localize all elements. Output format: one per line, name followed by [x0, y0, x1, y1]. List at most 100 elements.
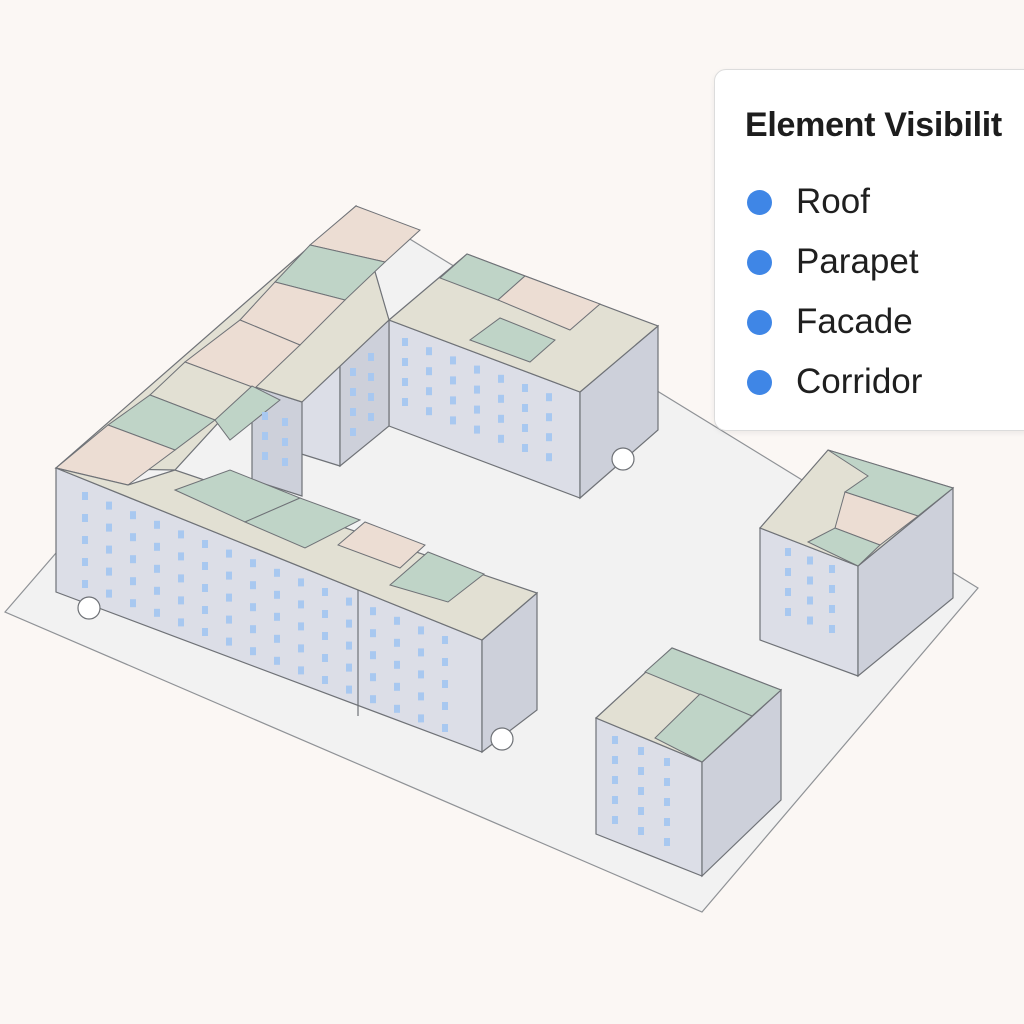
- window: [130, 577, 136, 586]
- window: [638, 827, 644, 835]
- window: [262, 432, 268, 440]
- building-east[interactable]: [758, 449, 955, 678]
- window: [350, 408, 356, 416]
- window-grid: [262, 412, 288, 466]
- window: [130, 599, 136, 608]
- window: [262, 412, 268, 420]
- window: [106, 567, 112, 576]
- roof-tile: [806, 527, 881, 567]
- window: [612, 736, 618, 744]
- window: [202, 628, 208, 636]
- window: [442, 658, 448, 666]
- window: [202, 584, 208, 592]
- window: [130, 555, 136, 564]
- window: [638, 767, 644, 775]
- visibility-label: Roof: [796, 182, 870, 221]
- window: [664, 838, 670, 846]
- window: [154, 520, 160, 529]
- window-grid: [350, 353, 374, 436]
- window: [282, 438, 288, 446]
- window: [418, 670, 424, 679]
- corridor-node[interactable]: [77, 596, 101, 620]
- window: [202, 540, 208, 548]
- window: [426, 367, 432, 376]
- window: [178, 596, 184, 605]
- window: [442, 702, 448, 710]
- window: [426, 347, 432, 356]
- window: [298, 578, 304, 587]
- window: [829, 565, 835, 573]
- window: [612, 796, 618, 804]
- window: [638, 807, 644, 815]
- roof-tile: [497, 275, 601, 331]
- window: [418, 692, 424, 701]
- window: [368, 413, 374, 421]
- window: [106, 501, 112, 510]
- roof-tile: [388, 551, 485, 603]
- window: [394, 616, 400, 625]
- window: [498, 414, 504, 423]
- window: [250, 647, 256, 656]
- window: [522, 424, 528, 432]
- window: [370, 673, 376, 682]
- window: [274, 568, 280, 577]
- window: [807, 596, 813, 605]
- visibility-toggle-parapet[interactable]: Parapet: [747, 240, 919, 284]
- window-grid: [612, 736, 670, 846]
- window: [282, 458, 288, 466]
- window: [322, 676, 328, 684]
- window: [250, 603, 256, 612]
- window: [322, 610, 328, 618]
- window: [274, 634, 280, 643]
- window: [154, 586, 160, 595]
- window: [130, 511, 136, 520]
- window: [322, 632, 328, 640]
- roof-tile: [337, 521, 426, 569]
- building-southeast[interactable]: [594, 647, 783, 878]
- window: [298, 644, 304, 653]
- window: [474, 385, 480, 394]
- building-south-row[interactable]: [55, 467, 539, 754]
- window: [178, 618, 184, 627]
- window-grid: [785, 548, 835, 633]
- building-north[interactable]: [387, 253, 660, 500]
- window: [498, 434, 504, 443]
- window: [498, 394, 504, 403]
- window: [498, 374, 504, 383]
- window: [522, 404, 528, 412]
- window: [402, 358, 408, 366]
- window: [274, 612, 280, 621]
- window: [418, 648, 424, 657]
- window: [250, 625, 256, 634]
- window: [546, 413, 552, 422]
- window: [368, 393, 374, 401]
- visibility-toggle-facade[interactable]: Facade: [747, 300, 913, 344]
- window: [178, 574, 184, 583]
- window: [394, 660, 400, 669]
- window: [370, 651, 376, 660]
- window: [250, 581, 256, 590]
- window: [829, 585, 835, 593]
- window: [226, 549, 232, 558]
- window: [154, 564, 160, 573]
- visibility-toggle-corridor[interactable]: Corridor: [747, 360, 922, 404]
- window: [370, 607, 376, 616]
- toggle-dot-icon: [747, 189, 772, 215]
- visibility-label: Corridor: [796, 362, 923, 401]
- window: [202, 562, 208, 570]
- window: [226, 593, 232, 602]
- corridor-node[interactable]: [490, 727, 514, 751]
- window: [394, 704, 400, 713]
- window: [829, 605, 835, 613]
- window: [82, 580, 88, 588]
- window: [664, 778, 670, 786]
- window: [370, 629, 376, 638]
- window: [226, 615, 232, 624]
- window: [282, 418, 288, 426]
- window: [154, 608, 160, 617]
- window: [274, 590, 280, 599]
- corridor-node[interactable]: [611, 447, 635, 471]
- visibility-toggle-roof[interactable]: Roof: [747, 180, 870, 224]
- building-west-wing[interactable]: [54, 204, 421, 497]
